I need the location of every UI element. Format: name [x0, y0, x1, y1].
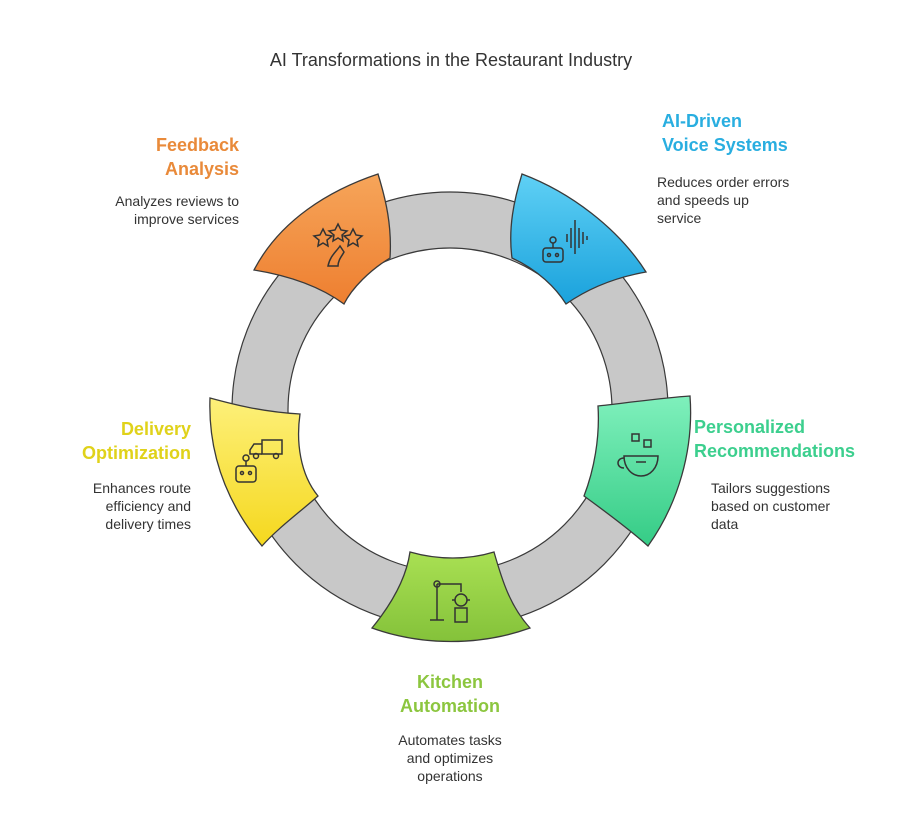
segment-feedback [253, 173, 392, 305]
personalized-label: Personalized Recommendations [694, 417, 856, 461]
robot-voice-icon [542, 220, 588, 263]
robot-arm-icon [430, 580, 470, 623]
personalized-description: Tailors suggestions based on customer da… [711, 480, 831, 532]
delivery-description: Enhances route efficiency and delivery t… [92, 480, 191, 532]
feedback-label: Feedback Analysis [155, 135, 239, 179]
feedback-description: Analyzes reviews to improve services [115, 193, 239, 227]
robot-truck-icon [235, 439, 283, 483]
segment-delivery [209, 397, 319, 548]
segment-personalized [583, 395, 692, 547]
cup-suggestions-icon [617, 433, 659, 477]
segment-voice [510, 173, 648, 305]
segment-kitchen [370, 551, 532, 643]
kitchen-description: Automates tasks and optimizes operations [398, 732, 502, 784]
voice-label: AI-Driven Voice Systems [662, 111, 788, 155]
delivery-label: Delivery Optimization [82, 419, 191, 463]
diagram-title: AI Transformations in the Restaurant Ind… [269, 50, 633, 70]
kitchen-label: Kitchen Automation [400, 672, 500, 716]
stars-review-icon [312, 222, 364, 267]
voice-description: Reduces order errors and speeds up servi… [657, 174, 790, 226]
